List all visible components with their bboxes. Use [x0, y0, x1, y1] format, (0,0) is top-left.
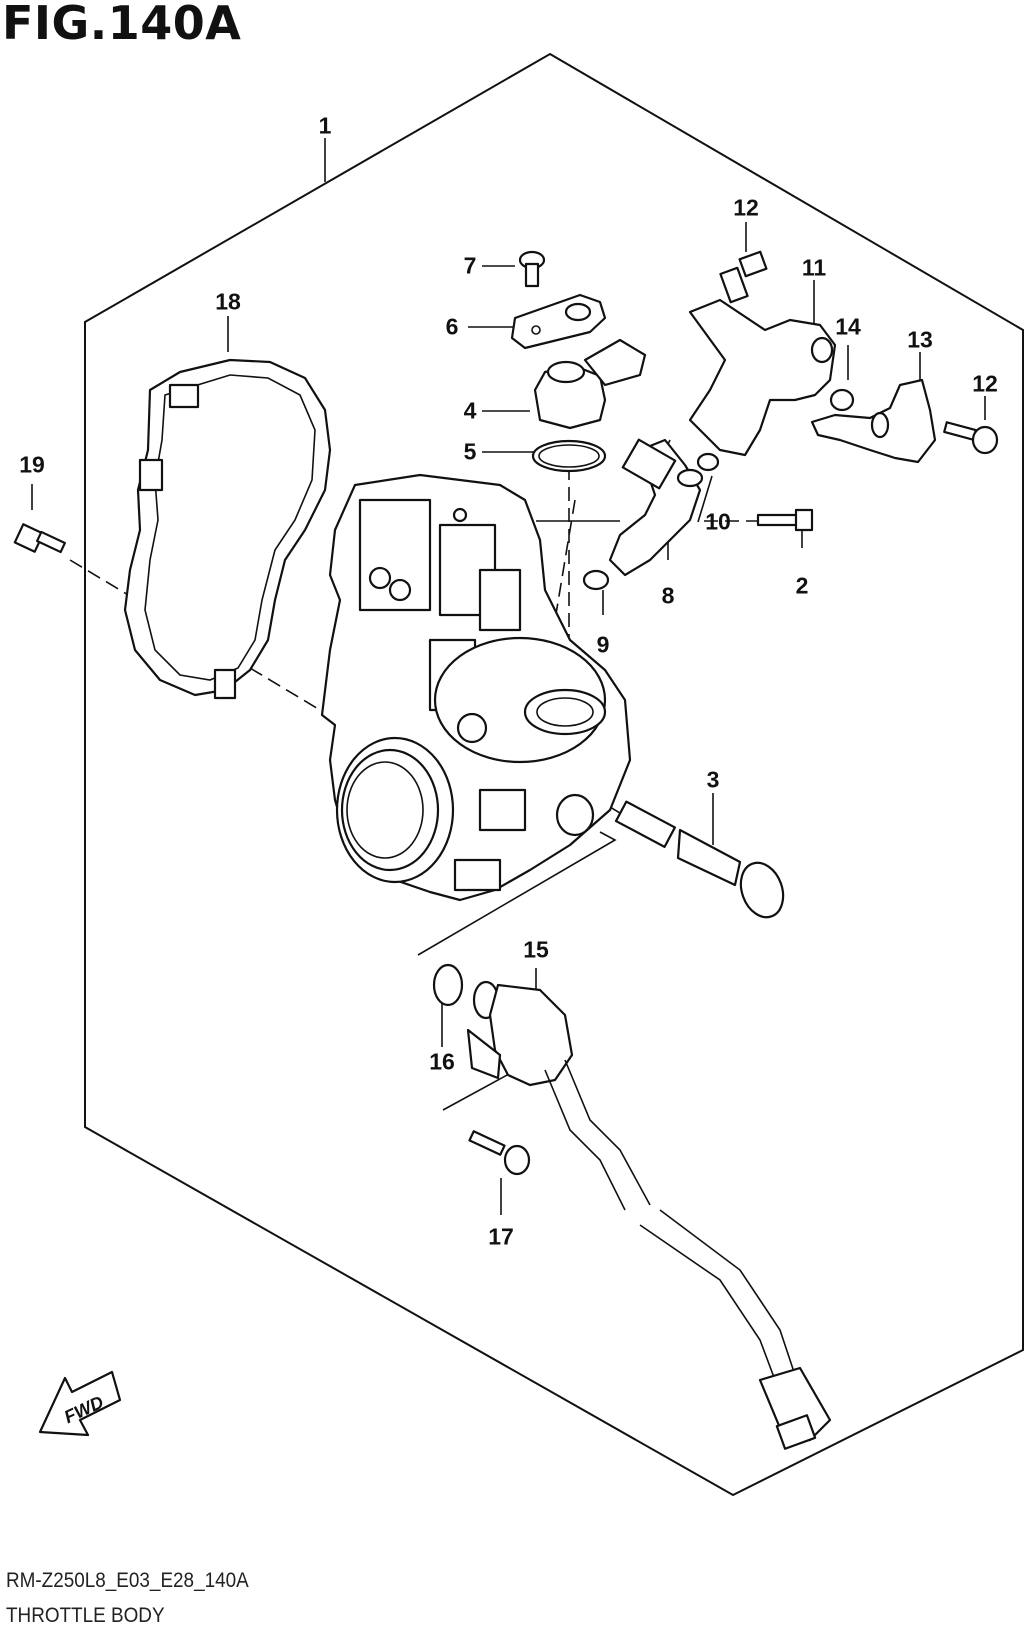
- o-ring-icon: [531, 439, 607, 473]
- bolt-icon: [468, 1130, 531, 1176]
- figure-name: THROTTLE BODY: [6, 1604, 165, 1627]
- bracket-icon: [688, 298, 837, 457]
- callout-7: 7: [463, 252, 477, 279]
- sensor-icon: [810, 378, 937, 464]
- callout-11: 11: [801, 254, 827, 281]
- callout-16: 16: [429, 1048, 455, 1075]
- bolt-icon: [13, 523, 66, 554]
- figure-code: RM-Z250L8_E03_E28_140A: [6, 1569, 249, 1592]
- callout-12-top: 12: [733, 194, 759, 221]
- callout-3: 3: [706, 766, 720, 793]
- adjuster-screw-icon: [614, 800, 785, 919]
- injector-icon: [608, 438, 704, 577]
- callout-1: 1: [318, 112, 332, 139]
- o-ring-icon: [432, 963, 464, 1007]
- screw-icon: [518, 250, 546, 288]
- o-ring-icon: [696, 452, 720, 472]
- harness-connector-icon: [466, 980, 832, 1450]
- callout-10: 10: [705, 508, 731, 535]
- callout-2: 2: [795, 572, 809, 599]
- bolt-icon: [719, 250, 768, 304]
- throttle-body-icon: [320, 473, 632, 902]
- callout-15: 15: [523, 936, 549, 963]
- callout-17: 17: [488, 1223, 514, 1250]
- o-ring-icon: [582, 569, 610, 591]
- plate-icon: [510, 293, 607, 350]
- callout-5: 5: [463, 438, 477, 465]
- bolt-icon: [943, 421, 999, 455]
- washer-icon: [829, 388, 855, 412]
- callout-8: 8: [661, 582, 675, 609]
- callout-18: 18: [215, 288, 241, 315]
- assembly-frame: [84, 52, 1024, 1497]
- callout-14: 14: [835, 313, 861, 340]
- callout-12-right: 12: [972, 370, 998, 397]
- sensor-icon: [533, 338, 647, 430]
- callout-4: 4: [463, 397, 477, 424]
- cover-icon: [123, 358, 332, 700]
- fwd-arrow-icon: [38, 1370, 122, 1437]
- callout-6: 6: [445, 313, 459, 340]
- callout-19: 19: [19, 451, 45, 478]
- figure-title: FIG.140A: [2, 0, 242, 50]
- callout-9: 9: [596, 631, 610, 658]
- adjuster-screw-icon: [756, 508, 814, 532]
- callout-13: 13: [907, 326, 933, 353]
